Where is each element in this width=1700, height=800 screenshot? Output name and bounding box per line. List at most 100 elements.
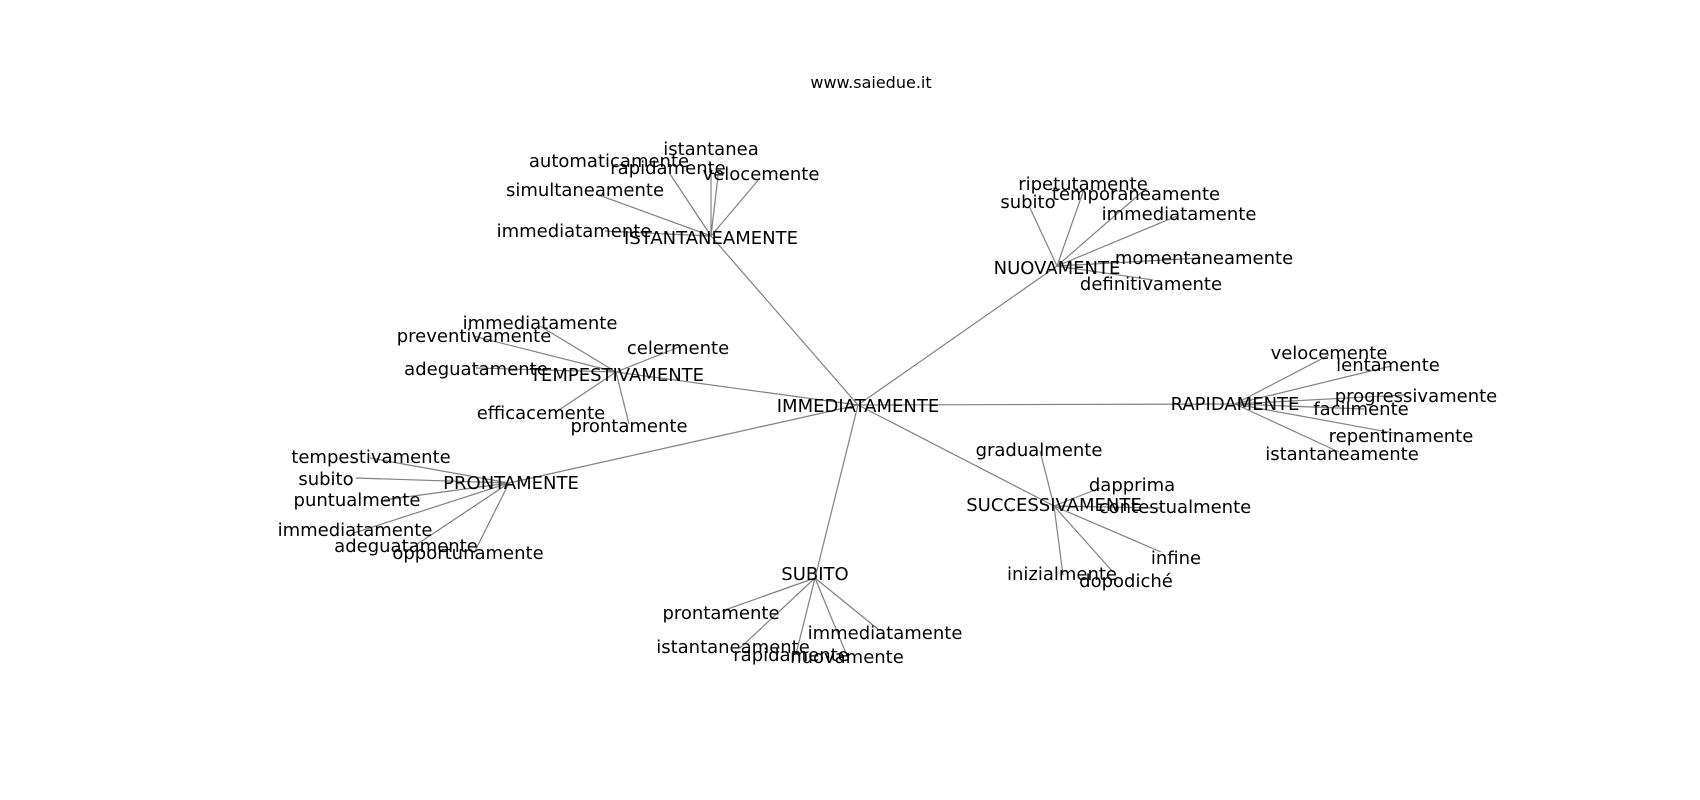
leaf-node-label: tempestivamente (291, 447, 450, 468)
leaf-node-label: automaticamente (529, 151, 689, 172)
hub-node-label: SUCCESSIVAMENTE (966, 495, 1141, 516)
hub-to-leaf-edge (1029, 207, 1058, 267)
hub-to-leaf-edge (1056, 191, 1084, 267)
hub-to-leaf-edge (1039, 450, 1055, 507)
leaf-node-label: immediatamente (463, 313, 618, 334)
root-to-hub-edge (615, 371, 859, 406)
hub-to-leaf-edge (472, 335, 617, 373)
hub-to-leaf-edge (1053, 505, 1162, 509)
hub-to-leaf-edge (1234, 403, 1400, 435)
hub-node-label: NUOVAMENTE (994, 258, 1121, 279)
leaf-node-label: simultaneamente (506, 180, 664, 201)
hub-to-leaf-edge (1234, 354, 1330, 405)
leaf-node-label: puntualmente (294, 490, 421, 511)
hub-to-leaf-edge (1234, 403, 1365, 410)
leaf-node-label: adeguatamente (334, 536, 478, 557)
leaf-node-label: temporaneamente (1052, 184, 1220, 205)
hub-node-label: RAPIDAMENTE (1171, 394, 1300, 415)
hub-to-leaf-edge (669, 173, 712, 237)
hub-to-leaf-edge (383, 482, 510, 501)
leaf-node-label: rapidamente (733, 645, 848, 666)
hub-to-leaf-edge (739, 577, 816, 649)
leaf-node-label: prontamente (662, 603, 779, 624)
leaf-node-label: adeguatamente (404, 359, 548, 380)
leaf-node-label: rapidamente (610, 158, 725, 179)
leaf-node-label: progressivamente (1335, 386, 1498, 407)
hub-to-leaf-edge (475, 367, 617, 373)
root-to-hub-edge (814, 404, 859, 579)
hub-to-leaf-edge (615, 346, 680, 373)
leaf-node-label: definitivamente (1080, 274, 1222, 295)
hub-to-leaf-edge (1056, 215, 1178, 267)
leaf-node-label: velocemente (1271, 343, 1388, 364)
leaf-node-label: facilmente (1313, 399, 1408, 420)
leaf-node-label: lentamente (1336, 355, 1440, 376)
root-node-label: IMMEDIATAMENTE (777, 396, 939, 417)
hub-node-label: PRONTAMENTE (443, 473, 579, 494)
leaf-node-label: immediatamente (808, 623, 963, 644)
leaf-node-label: immediatamente (1102, 204, 1257, 225)
hub-to-leaf-edge (1234, 403, 1340, 453)
leaf-node-label: subito (1000, 192, 1055, 213)
leaf-node-label: infine (1151, 548, 1201, 569)
leaf-node-label: istantaneamente (656, 637, 810, 658)
hub-to-leaf-edge (369, 457, 510, 484)
hub-to-leaf-edge (1053, 505, 1064, 576)
hub-node-label: SUBITO (781, 564, 848, 585)
leaf-node-label: efficacemente (477, 403, 606, 424)
leaf-node-label: velocemente (703, 164, 820, 185)
hub-to-leaf-edge (409, 482, 510, 550)
root-to-hub-edge (508, 404, 859, 484)
edges (353, 168, 1405, 659)
hub-to-leaf-edge (604, 230, 712, 237)
hub-to-leaf-edge (721, 577, 816, 612)
leaf-node-label: preventivamente (397, 326, 552, 347)
hub-to-leaf-edge (539, 325, 617, 373)
hub-to-leaf-edge (1056, 265, 1154, 281)
hub-to-leaf-edge (1234, 365, 1392, 405)
leaf-node-label: contestualmente (1099, 497, 1251, 518)
hub-to-leaf-edge (595, 193, 712, 237)
hub-to-leaf-edge (1234, 394, 1405, 405)
leaf-node-label: inizialmente (1007, 564, 1117, 585)
hub-to-leaf-edge (355, 477, 510, 484)
labels: www.saiedue.it IMMEDIATAMENTE istantanea… (278, 73, 1498, 668)
hub-node-label: ISTANTANEAMENTE (624, 228, 798, 249)
hub-to-leaf-edge (1056, 257, 1202, 267)
hub-to-leaf-edge (1053, 505, 1162, 553)
hub-to-leaf-edge (615, 371, 630, 425)
leaf-node-label: nuovamente (790, 647, 904, 668)
hub-to-leaf-edge (795, 577, 816, 655)
hub-to-leaf-edge (1053, 505, 1114, 573)
leaf-node-label: momentaneamente (1115, 248, 1293, 269)
leaf-node-label: subito (298, 469, 353, 490)
hub-to-leaf-edge (555, 371, 617, 413)
leaf-node-label: immediatamente (278, 520, 433, 541)
leaf-node-label: dapprima (1089, 475, 1175, 496)
leaf-node-label: ripetutamente (1018, 174, 1148, 195)
root-to-hub-edge (857, 265, 1058, 406)
leaf-node-label: opportunamente (392, 543, 543, 564)
hub-to-leaf-edge (814, 577, 880, 631)
root-to-hub-edge (857, 404, 1055, 507)
root-to-hub-edge (857, 403, 1236, 406)
leaf-node-label: prontamente (570, 416, 687, 437)
leaf-node-label: gradualmente (976, 440, 1103, 461)
leaf-node-label: repentinamente (1329, 426, 1474, 447)
hub-to-leaf-edge (710, 177, 761, 237)
hub-to-leaf-edge (473, 482, 510, 554)
leaf-node-label: istantaneamente (1265, 444, 1419, 465)
hub-to-leaf-edge (814, 577, 849, 659)
hub-to-leaf-edge (353, 482, 510, 534)
leaf-node-label: immediatamente (497, 221, 652, 242)
hub-to-leaf-edge (1053, 487, 1101, 507)
hub-node-label: TEMPESTIVAMENTE (529, 365, 704, 386)
site-label: www.saiedue.it (810, 73, 931, 92)
leaf-node-label: dopodiché (1079, 571, 1173, 592)
leaf-node-label: celermente (627, 338, 729, 359)
hub-to-leaf-edge (710, 175, 719, 237)
root-to-hub-edge (710, 235, 859, 406)
leaf-node-label: istantanea (663, 139, 758, 160)
hub-to-leaf-edge (1056, 191, 1143, 267)
